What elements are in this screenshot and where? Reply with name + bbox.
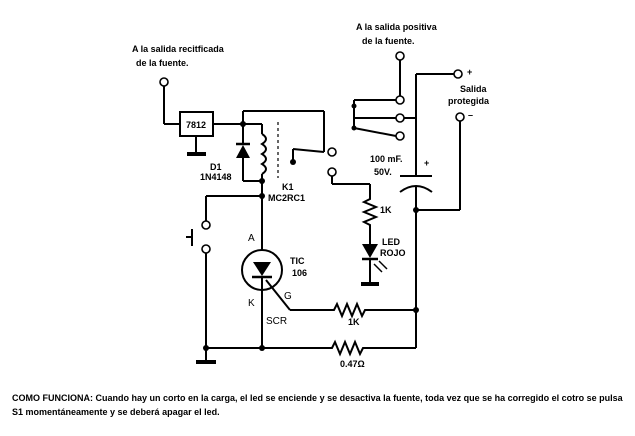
junction-gate-right	[413, 307, 419, 313]
resistor-047	[328, 339, 367, 357]
junction-coil-bottom	[259, 178, 265, 184]
label-led-line1: LED	[382, 237, 401, 247]
label-output-plus: +	[467, 67, 472, 77]
switch-terminal-2	[395, 113, 405, 123]
led-ray-2	[378, 260, 388, 270]
led-ray-1	[373, 263, 383, 273]
s1-contact-bottom	[201, 244, 211, 254]
label-scr-anode: A	[248, 233, 255, 244]
label-output-minus: –	[468, 110, 473, 120]
s1-contact-top	[201, 220, 211, 230]
label-salida-line2: protegida	[448, 96, 490, 106]
caption-title: COMO FUNCIONA:	[12, 393, 93, 403]
label-res-top: 1K	[380, 205, 392, 215]
caption-text: Cuando hay un corto en la carga, el led …	[12, 393, 623, 417]
label-salida-line1: Salida	[460, 84, 488, 94]
output-positive-terminal	[453, 69, 463, 79]
label-scr-cathode: K	[248, 298, 255, 309]
relay-contact-no	[327, 167, 337, 177]
resistor-1k-gate	[330, 301, 369, 319]
switch-terminal-1	[395, 95, 405, 105]
label-diode-ref: D1	[210, 162, 222, 172]
switch-pivot-1	[351, 103, 357, 109]
switch-blade	[353, 127, 397, 137]
resistor-1k-led	[361, 195, 379, 229]
label-relay-part: MC2RC1	[268, 193, 305, 203]
label-input-line1: A la salida recitficada	[132, 44, 225, 54]
switch-pivot-2	[351, 125, 357, 131]
caption: COMO FUNCIONA: Cuando hay un corto en la…	[12, 391, 628, 419]
label-cap-plus: +	[424, 158, 429, 168]
label-res-gate: 1K	[348, 317, 360, 327]
relay-contact-nc	[327, 147, 337, 157]
output-negative-terminal	[455, 112, 465, 122]
switch-terminal-3	[395, 131, 405, 141]
label-scr-part2: 106	[292, 268, 307, 278]
relay-armature	[292, 148, 325, 153]
junction-bottom-scr	[259, 345, 265, 351]
label-positive-line1: A la salida positiva	[356, 22, 438, 32]
label-res-sense: 0.47Ω	[340, 359, 365, 369]
relay-coil	[260, 133, 267, 175]
diode-d1-triangle	[236, 145, 250, 158]
positive-input-terminal	[395, 51, 405, 61]
label-positive-line2: de la fuente.	[362, 36, 415, 46]
junction-neg	[413, 207, 419, 213]
input-terminal	[159, 77, 169, 87]
label-scr-name: SCR	[266, 316, 287, 327]
label-cap-value1: 100 mF.	[370, 154, 403, 164]
junction-s1	[259, 193, 265, 199]
label-relay-ref: K1	[282, 182, 294, 192]
label-led-line2: ROJO	[380, 248, 406, 258]
label-cap-value2: 50V.	[374, 167, 392, 177]
wire-scr-gate	[265, 279, 291, 311]
label-regulator: 7812	[186, 120, 206, 130]
led-triangle	[362, 244, 378, 258]
label-scr-gate: G	[284, 291, 292, 302]
scr-triangle	[253, 262, 271, 276]
label-input-line2: de la fuente.	[136, 58, 189, 68]
label-diode-part: 1N4148	[200, 172, 232, 182]
label-scr-part1: TIC	[290, 256, 305, 266]
relay-contact-pivot	[290, 159, 296, 165]
